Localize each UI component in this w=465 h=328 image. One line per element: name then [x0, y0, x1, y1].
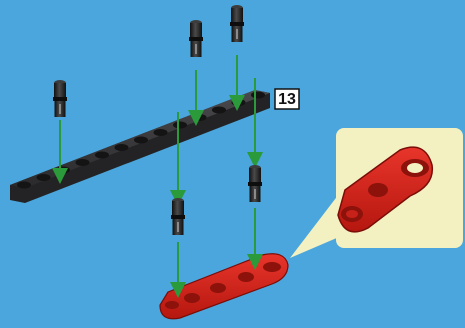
pin — [189, 20, 203, 57]
beam-hole — [95, 152, 109, 159]
beam-hole — [56, 167, 70, 174]
pin — [171, 198, 185, 235]
beam-hole — [193, 114, 207, 121]
beam-hole — [173, 122, 187, 129]
beam-hole — [232, 99, 246, 106]
beam-hole — [76, 159, 90, 166]
beam-hole — [17, 182, 31, 189]
pin — [53, 80, 67, 117]
beam-hole — [115, 144, 129, 151]
pin — [230, 5, 244, 42]
beam-hole — [37, 174, 51, 181]
beam-hole — [134, 137, 148, 144]
beam-length-label: 13 — [275, 89, 299, 109]
beam-hole — [154, 129, 168, 136]
beam-length-text: 13 — [278, 91, 296, 108]
beam-hole — [251, 92, 265, 99]
pin — [248, 165, 262, 202]
beam-hole — [212, 107, 226, 114]
